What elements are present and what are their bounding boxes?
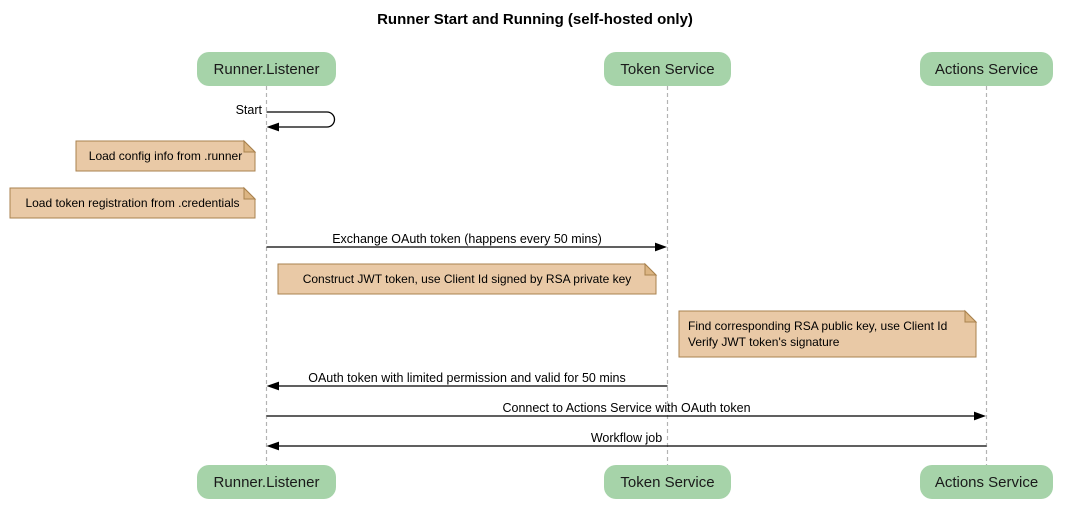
actor-token-service-top: Token Service xyxy=(604,52,731,86)
note-shape-verify-jwt xyxy=(678,309,978,358)
note-shape-construct-jwt xyxy=(277,262,658,295)
note-verify-jwt: Find corresponding RSA public key, use C… xyxy=(679,311,976,357)
actor-label: Token Service xyxy=(620,473,715,491)
self-arrow-start xyxy=(266,111,336,132)
note-construct-jwt: Construct JWT token, use Client Id signe… xyxy=(302,272,632,286)
actor-runner-listener-top: Runner.Listener xyxy=(197,52,336,86)
message-label-exchange-oauth: Exchange OAuth token (happens every 50 m… xyxy=(332,232,602,246)
message-label-workflow-job: Workflow job xyxy=(590,431,663,445)
note-shape-load-config xyxy=(75,139,257,172)
arrow-oauth-return xyxy=(266,381,668,391)
message-label-start: Start xyxy=(235,103,262,117)
note-shape-load-credentials xyxy=(9,186,257,219)
message-label-connect-actions: Connect to Actions Service with OAuth to… xyxy=(502,401,751,415)
note-load-credentials: Load token registration from .credential… xyxy=(25,196,240,210)
actor-label: Runner.Listener xyxy=(213,60,320,78)
actor-label: Token Service xyxy=(620,60,715,78)
diagram-title: Runner Start and Running (self-hosted on… xyxy=(377,11,693,28)
actor-actions-service-top: Actions Service xyxy=(920,52,1053,86)
note-verify-jwt-line2: Verify JWT token's signature xyxy=(688,335,840,349)
note-load-config: Load config info from .runner xyxy=(88,149,243,163)
actor-label: Actions Service xyxy=(934,473,1039,491)
actor-runner-listener-bottom: Runner.Listener xyxy=(197,465,336,499)
arrow-connect-actions xyxy=(266,411,986,421)
actor-token-service-bottom: Token Service xyxy=(604,465,731,499)
actor-label: Actions Service xyxy=(934,60,1039,78)
actor-label: Runner.Listener xyxy=(213,473,320,491)
arrow-exchange-oauth xyxy=(266,242,667,252)
actor-actions-service-bottom: Actions Service xyxy=(920,465,1053,499)
arrow-workflow-job xyxy=(266,441,987,451)
note-verify-jwt-line1: Find corresponding RSA public key, use C… xyxy=(688,319,948,333)
message-label-oauth-return: OAuth token with limited permission and … xyxy=(308,371,626,385)
